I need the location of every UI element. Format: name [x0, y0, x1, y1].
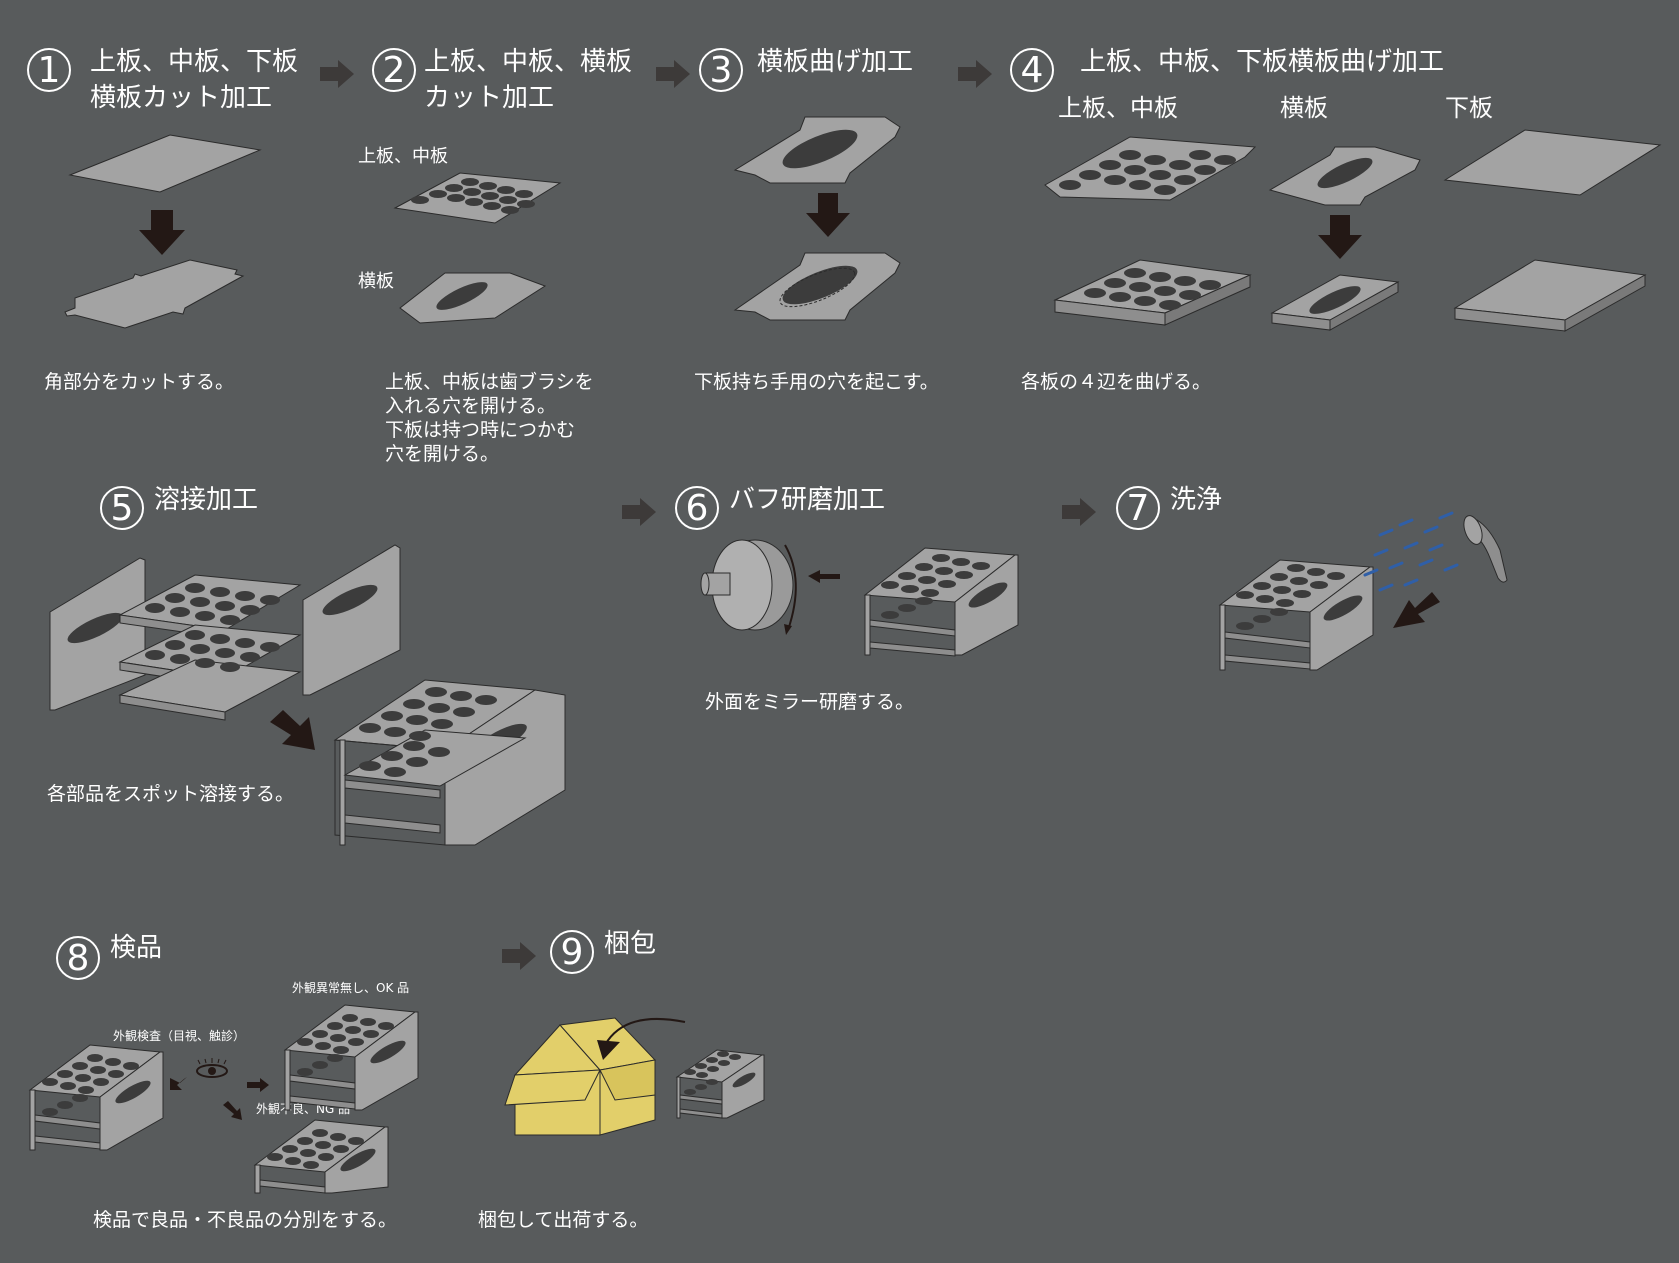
diagonal-arrow	[270, 710, 315, 750]
step-3-illustration	[733, 116, 901, 321]
step-2-label-top-middle: 上板、中板	[358, 146, 448, 167]
step-8-label-inspection: 外観検査（目視、触診）	[113, 1029, 246, 1043]
left-arrow	[808, 570, 840, 583]
step-arrow-5-6	[622, 498, 656, 526]
step-8-number: 8	[56, 936, 100, 980]
step-2-description-line-3: 下板は持つ時につかむ	[385, 419, 576, 441]
step-3-number: 3	[699, 48, 743, 92]
step-arrow-3-4	[958, 60, 992, 88]
step-1-description: 角部分をカットする。	[44, 371, 235, 393]
step-4-number: 4	[1010, 48, 1054, 92]
step-4-title-line-1: 上板、中板、下板横板曲げ加工	[1080, 47, 1445, 77]
step-7-illustration	[1218, 511, 1508, 671]
diagonal-arrow	[1393, 592, 1440, 628]
arrow-to-inspected	[170, 1077, 187, 1090]
step-5-title-line-1: 溶接加工	[154, 485, 259, 515]
step-2-description-line-2: 入れる穴を開ける。	[385, 395, 557, 417]
step-5-illustration	[49, 544, 566, 846]
step-1-title-line-1: 上板、中板、下板	[90, 47, 299, 77]
step-9-number: 9	[550, 930, 594, 974]
step-9-title-line-1: 梱包	[604, 929, 657, 959]
step-8-illustration	[28, 1004, 419, 1194]
step-9-illustration	[504, 1017, 765, 1136]
step-7-number: 7	[1116, 486, 1160, 530]
step-3-title-line-1: 横板曲げ加工	[757, 47, 914, 77]
step-8-title-line-1: 検品	[110, 933, 163, 963]
step-2-description-line-4: 穴を開ける。	[385, 443, 500, 465]
step-arrow-1-2	[320, 60, 354, 88]
step-6-illustration	[700, 539, 1019, 657]
down-arrow	[1318, 215, 1362, 259]
eye-icon	[196, 1058, 228, 1078]
step-1-title-line-2: 横板カット加工	[90, 83, 273, 113]
step-arrow-8-9	[502, 942, 536, 970]
step-3-description: 下板持ち手用の穴を起こす。	[694, 371, 939, 393]
down-arrow	[139, 210, 185, 255]
step-8-label-ok: 外観異常無し、OK 品	[292, 981, 410, 995]
step-6-title-line-1: バフ研磨加工	[729, 485, 886, 515]
step-2-description-line-1: 上板、中板は歯ブラシを	[385, 371, 594, 393]
step-2-illustration	[393, 172, 562, 324]
step-arrow-6-7	[1062, 498, 1096, 526]
step-4-description: 各板の４辺を曲げる。	[1021, 371, 1212, 393]
step-1-illustration	[64, 134, 262, 329]
step-2-title-line-1: 上板、中板、横板	[424, 47, 633, 77]
down-arrow	[806, 193, 850, 237]
step-9-description: 梱包して出荷する。	[478, 1209, 649, 1231]
step-4-illustration	[1044, 129, 1662, 332]
step-2-title-line-2: カット加工	[424, 83, 555, 113]
step-4-label-top-middle: 上板、中板	[1058, 94, 1178, 122]
step-6-description: 外面をミラー研磨する。	[705, 691, 915, 713]
step-7-title-line-1: 洗浄	[1170, 485, 1223, 515]
step-8-description: 検品で良品・不良品の分別をする。	[93, 1209, 398, 1231]
arrow-to-ok	[247, 1078, 269, 1092]
arrow-to-ng	[223, 1101, 242, 1120]
step-4-label-bottom: 下板	[1445, 94, 1493, 122]
step-6-number: 6	[675, 486, 719, 530]
step-2-number: 2	[372, 48, 416, 92]
step-5-description: 各部品をスポット溶接する。	[47, 783, 295, 805]
step-1-number: 1	[27, 48, 71, 92]
step-5-number: 5	[100, 486, 144, 530]
step-arrow-2-3	[656, 60, 690, 88]
step-4-label-side: 横板	[1280, 94, 1328, 122]
step-2-label-side: 横板	[358, 271, 394, 292]
